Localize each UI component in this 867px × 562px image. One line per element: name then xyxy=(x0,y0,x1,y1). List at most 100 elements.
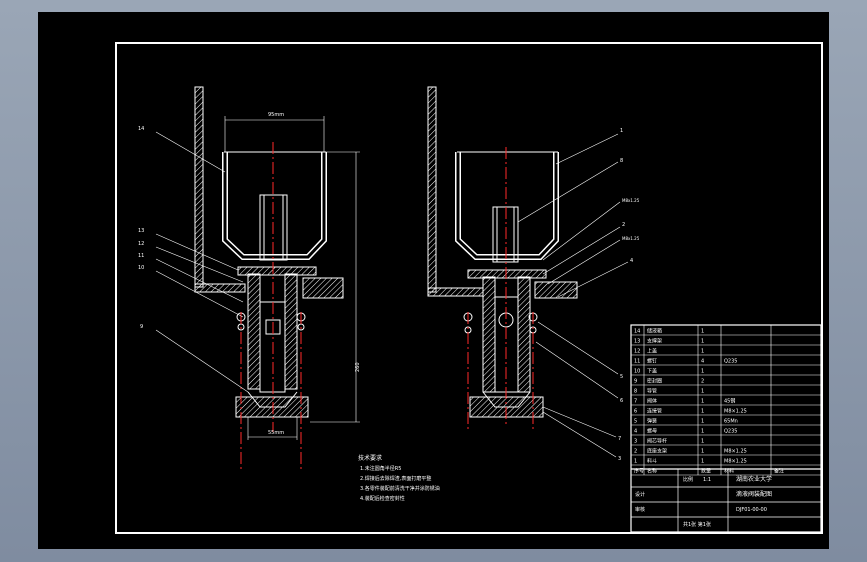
bom-cell-name: 导管 xyxy=(647,388,657,395)
bom-cell-name: 名称 xyxy=(647,468,657,475)
tb-sheet: 共1张 第1张 xyxy=(683,521,711,528)
tb-scale-label: 比例 xyxy=(683,476,693,483)
bom-cell-no: 序号 xyxy=(634,468,644,475)
right-reservoir-wall xyxy=(427,86,437,293)
drawing-border xyxy=(115,42,823,534)
left-hopper xyxy=(222,152,327,260)
note-2: 2.焊接后去除焊渣,表面打磨平整 xyxy=(360,475,431,482)
bom-cell-name: 螺钉 xyxy=(647,358,657,365)
tb-drawing-no: DJF01-00-00 xyxy=(736,507,767,513)
bom-cell-name: 弹簧 xyxy=(647,418,657,425)
bom-cell-no: 10 xyxy=(634,369,640,375)
bom-cell-name: 阀体 xyxy=(647,398,657,405)
right-valve-body xyxy=(482,276,496,393)
bom-cell-name: 上盖 xyxy=(647,348,657,355)
tb-checker: 审核 xyxy=(635,506,645,513)
bom-cell-name: 连接管 xyxy=(647,408,662,415)
dim-top-label: 95mm xyxy=(268,112,284,118)
bom-cell-mat: M8×1.25 xyxy=(724,409,747,415)
right-flange xyxy=(467,269,547,279)
left-reservoir-wall xyxy=(194,86,204,288)
tb-school: 湖南农业大学 xyxy=(736,475,772,483)
callout-r5: 5 xyxy=(620,374,623,380)
callout-10: 10 xyxy=(138,265,144,271)
bom-cell-mat: Q235 xyxy=(724,359,737,365)
bom-cell-mat: 材料 xyxy=(724,468,734,475)
tb-designer: 设计 xyxy=(635,491,645,498)
bom-cell-name: 下盖 xyxy=(647,368,657,375)
bom-cell-qty: 1 xyxy=(701,429,704,435)
callout-r7: 7 xyxy=(618,436,621,442)
bom-cell-mat: 65Mn xyxy=(724,419,738,425)
left-valve-body xyxy=(247,273,261,390)
bom-cell-no: 11 xyxy=(634,359,640,365)
bom-cell-qty: 1 xyxy=(701,369,704,375)
bom-cell-qty: 1 xyxy=(701,389,704,395)
note-1: 1.未注圆角半径R5 xyxy=(360,465,401,472)
left-reservoir-base xyxy=(194,283,246,293)
bom-cell-name: 密封圈 xyxy=(647,378,662,385)
notes-title: 技术要求 xyxy=(358,454,382,462)
callout-9: 9 xyxy=(140,324,143,330)
bom-cell-name: 储液箱 xyxy=(647,328,662,335)
callout-r6: 6 xyxy=(620,398,623,404)
bom-cell-no: 8 xyxy=(634,389,637,395)
bom-cell-qty: 1 xyxy=(701,339,704,345)
callout-r-thread-2: M8x1.25 xyxy=(622,236,640,241)
bom-cell-mat: M8×1.25 xyxy=(724,459,747,465)
technical-notes: 技术要求 1.未注圆角半径R5 2.焊接后去除焊渣,表面打磨平整 3.各零件装配… xyxy=(358,454,440,502)
bom-cell-no: 3 xyxy=(634,439,637,445)
right-reservoir-base xyxy=(427,287,484,297)
bom-cell-no: 7 xyxy=(634,399,637,405)
drawing-viewport[interactable]: 95mm 260 55mm 14 13 12 11 10 9 xyxy=(38,12,829,549)
right-hopper xyxy=(455,152,559,260)
bom-cell-name: 螺母 xyxy=(647,428,657,435)
bom-cell-note: 备注 xyxy=(774,468,784,475)
bom-cell-no: 12 xyxy=(634,349,640,355)
callout-r4: 4 xyxy=(630,258,633,264)
bom-cell-qty: 2 xyxy=(701,379,704,385)
bom-cell-no: 13 xyxy=(634,339,640,345)
left-section-view: 95mm 260 55mm 14 13 12 11 10 9 xyxy=(138,86,361,472)
bom-cell-no: 1 xyxy=(634,459,637,465)
bom-cell-qty: 1 xyxy=(701,349,704,355)
note-3: 3.各零件装配前清洗干净并涂防锈油 xyxy=(360,485,440,492)
bom-cell-qty: 1 xyxy=(701,329,704,335)
dim-height-label: 260 xyxy=(355,362,361,372)
bom-cell-qty: 数量 xyxy=(701,468,711,475)
bom-cell-qty: 1 xyxy=(701,459,704,465)
bom-cell-qty: 1 xyxy=(701,409,704,415)
bom-cell-mat: 45钢 xyxy=(724,398,735,405)
bom-cell-mat: Q235 xyxy=(724,429,737,435)
callout-r-thread-1: M8x1.25 xyxy=(622,198,640,203)
bom-cell-name: 料斗 xyxy=(647,458,657,465)
callout-12: 12 xyxy=(138,241,144,247)
callout-11: 11 xyxy=(138,253,144,259)
callout-14: 14 xyxy=(138,126,144,132)
bom-cell-no: 5 xyxy=(634,419,637,425)
dim-bottom-label: 55mm xyxy=(268,430,284,436)
callout-13: 13 xyxy=(138,228,144,234)
bom-cell-mat: M8×1.25 xyxy=(724,449,747,455)
title-block: 湖南农业大学 滴液阀装配图 DJF01-00-00 比例 1:1 设计 审核 共… xyxy=(631,468,821,532)
bom-cell-qty: 1 xyxy=(701,399,704,405)
bom-cell-no: 2 xyxy=(634,449,637,455)
bom-cell-no: 4 xyxy=(634,429,637,435)
bom-cell-qty: 1 xyxy=(701,449,704,455)
bom-cell-name: 阀芯导杆 xyxy=(647,438,667,445)
callout-r1: 1 xyxy=(620,128,623,134)
callout-r2: 2 xyxy=(622,222,625,228)
tb-drawing-name: 滴液阀装配图 xyxy=(736,490,772,498)
bom-cell-no: 9 xyxy=(634,379,637,385)
bom-cell-qty: 1 xyxy=(701,439,704,445)
tb-scale: 1:1 xyxy=(703,477,711,483)
note-4: 4.装配后检查密封性 xyxy=(360,495,405,502)
left-flange xyxy=(237,266,317,276)
bom-cell-qty: 4 xyxy=(701,359,704,365)
cad-drawing: 95mm 260 55mm 14 13 12 11 10 9 xyxy=(115,42,823,534)
bom-cell-no: 6 xyxy=(634,409,637,415)
bom-cell-name: 底座支架 xyxy=(647,448,667,455)
bom-cell-name: 支撑架 xyxy=(647,338,662,345)
callout-r3: 3 xyxy=(618,456,621,462)
